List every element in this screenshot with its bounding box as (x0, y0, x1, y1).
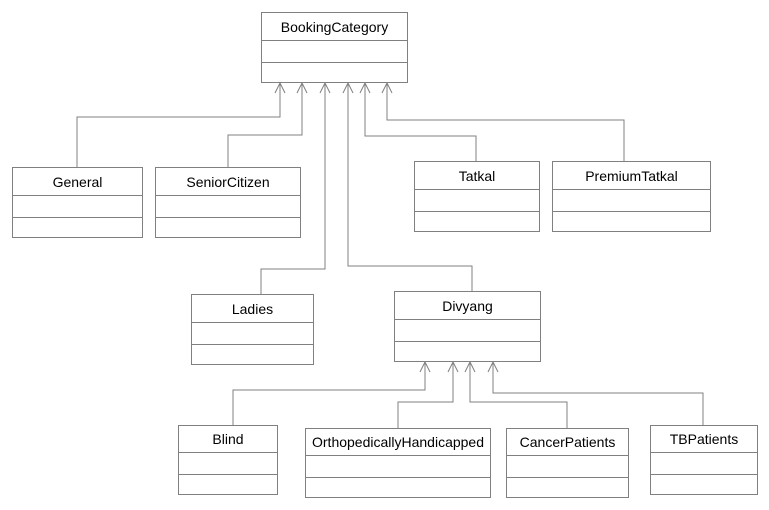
connector-tatkal (364, 83, 477, 161)
arrowhead-ladies (319, 81, 331, 94)
class-blind[interactable]: Blind (178, 425, 278, 495)
class-operations (13, 218, 142, 237)
class-operations (395, 342, 540, 361)
class-divyang[interactable]: Divyang (394, 291, 541, 362)
class-senior-citizen[interactable]: SeniorCitizen (155, 167, 301, 238)
connector-tb-patients (492, 362, 704, 425)
class-name: BookingCategory (262, 13, 407, 41)
arrowhead-cancer-patients (464, 360, 476, 373)
arrowhead-general (274, 81, 286, 94)
class-attributes (306, 456, 490, 478)
class-operations (553, 212, 710, 231)
class-tb-patients[interactable]: TBPatients (650, 425, 758, 495)
connector-cancer-patients (469, 362, 568, 428)
arrowhead-blind (419, 360, 431, 373)
class-attributes (651, 453, 757, 475)
class-operations (651, 475, 757, 494)
class-attributes (507, 456, 628, 478)
arrowhead-orthopedically-handicapped (447, 360, 459, 373)
arrowhead-divyang (342, 81, 354, 94)
class-name: OrthopedicallyHandicapped (306, 429, 490, 456)
class-attributes (553, 190, 710, 212)
class-operations (156, 218, 300, 237)
class-operations (415, 212, 539, 231)
connector-general (76, 83, 281, 167)
class-name: PremiumTatkal (553, 162, 710, 190)
class-name: Tatkal (415, 162, 539, 190)
connector-blind (232, 362, 426, 425)
arrowhead-tatkal (359, 81, 371, 94)
class-name: TBPatients (651, 426, 757, 453)
class-attributes (415, 190, 539, 212)
class-orthopedically-handicapped[interactable]: OrthopedicallyHandicapped (305, 428, 491, 498)
class-attributes (395, 320, 540, 342)
connector-ladies (260, 83, 326, 294)
class-general[interactable]: General (12, 167, 143, 238)
class-name: General (13, 168, 142, 196)
class-name: Blind (179, 426, 277, 453)
class-tatkal[interactable]: Tatkal (414, 161, 540, 232)
class-premium-tatkal[interactable]: PremiumTatkal (552, 161, 711, 232)
class-attributes (262, 41, 407, 63)
class-name: Ladies (192, 295, 313, 323)
class-attributes (192, 323, 313, 345)
class-operations (306, 478, 490, 497)
arrowhead-premium-tatkal (381, 81, 393, 94)
class-name: SeniorCitizen (156, 168, 300, 196)
class-operations (507, 478, 628, 497)
class-name: CancerPatients (507, 429, 628, 456)
class-ladies[interactable]: Ladies (191, 294, 314, 365)
class-attributes (13, 196, 142, 218)
connector-senior-citizen (227, 83, 303, 167)
class-cancer-patients[interactable]: CancerPatients (506, 428, 629, 498)
class-attributes (179, 453, 277, 475)
arrowhead-tb-patients (487, 360, 499, 373)
class-booking-category[interactable]: BookingCategory (261, 12, 408, 83)
class-attributes (156, 196, 300, 218)
class-operations (179, 475, 277, 494)
class-operations (262, 63, 407, 82)
class-name: Divyang (395, 292, 540, 320)
connector-divyang (347, 83, 473, 291)
connector-premium-tatkal (386, 83, 625, 161)
class-operations (192, 345, 313, 364)
arrowhead-senior-citizen (296, 81, 308, 94)
connector-orthopedically-handicapped (397, 362, 454, 428)
